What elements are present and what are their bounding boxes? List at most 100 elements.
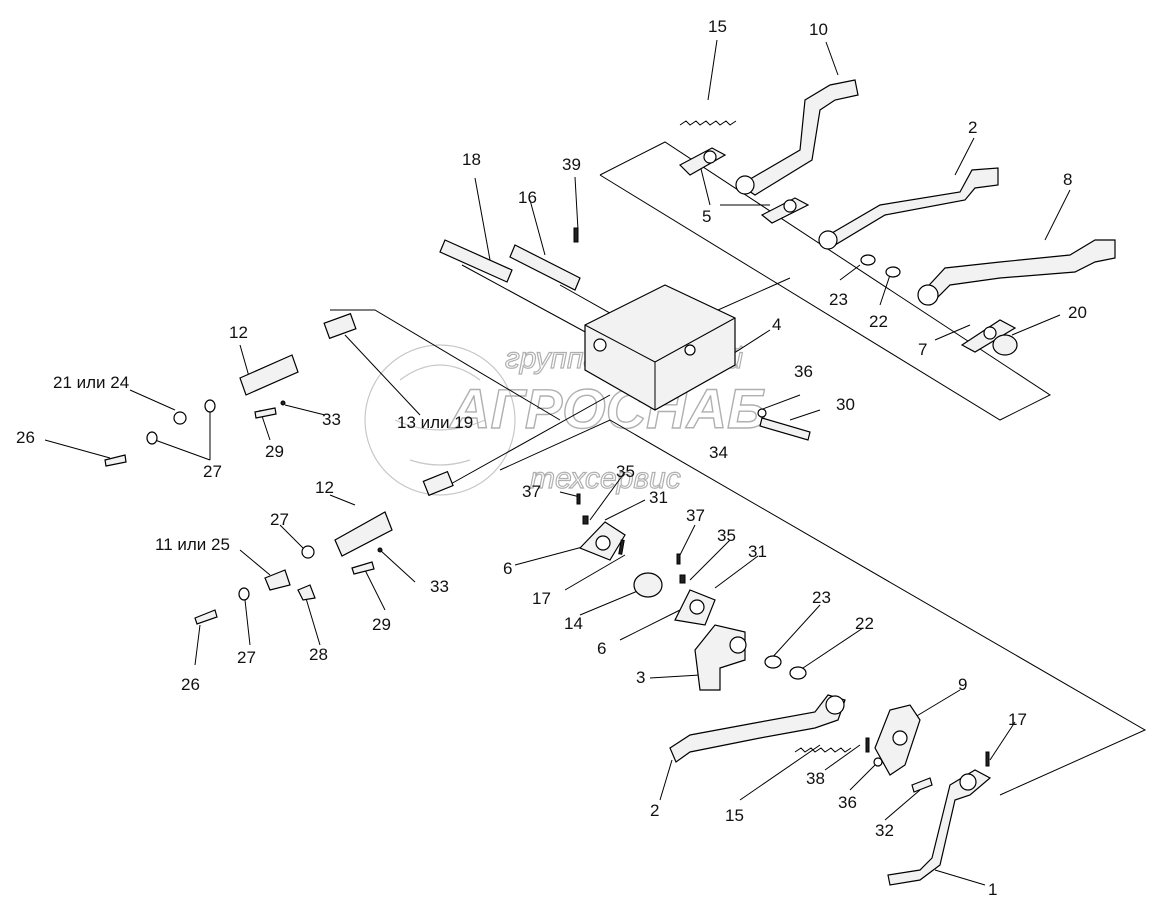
bolt-32 [911, 777, 933, 793]
callout-8: 8 [1063, 170, 1072, 189]
shaft-16 [509, 244, 581, 291]
spring-15-top [679, 120, 737, 126]
bolt-26-upper [104, 454, 127, 467]
spring-15-lower [794, 747, 852, 753]
callout-9: 9 [958, 675, 967, 694]
callout-10: 10 [809, 20, 828, 39]
callout-39: 39 [562, 155, 581, 174]
bracket-5-top [679, 147, 727, 176]
bolt-29-lower [351, 561, 375, 575]
callout-36: 36 [794, 362, 813, 381]
lever-1 [887, 769, 992, 886]
callout-2-lower: 2 [650, 801, 659, 820]
parts [104, 79, 1116, 886]
fitting-21 [173, 411, 187, 425]
callout-23-lower: 23 [812, 588, 831, 607]
callout-13-or-19: 13 или 19 [397, 413, 473, 432]
callout-14: 14 [564, 614, 583, 633]
callout-37-lower: 37 [686, 506, 705, 525]
callout-labels: 15 10 2 8 18 16 39 5 23 22 20 7 4 36 30 … [16, 17, 1087, 899]
callout-26-lower: 26 [181, 675, 200, 694]
callout-16: 16 [518, 188, 537, 207]
washer-22-lower [789, 666, 807, 680]
callout-38: 38 [806, 769, 825, 788]
assembly-lines [330, 141, 1147, 796]
lever-2-top [818, 167, 999, 249]
housing-4 [584, 284, 736, 411]
callout-36-lower: 36 [838, 793, 857, 812]
fitting-11 [264, 569, 291, 591]
callout-27: 27 [203, 462, 222, 481]
callout-18: 18 [462, 150, 481, 169]
callout-33: 33 [322, 410, 341, 429]
part-28 [297, 584, 316, 601]
callout-34: 34 [709, 443, 728, 462]
callout-12-lower: 12 [315, 478, 334, 497]
washer-22-top [885, 266, 901, 278]
lever-10 [738, 79, 859, 196]
callout-37: 37 [522, 482, 541, 501]
callout-33-lower: 33 [430, 577, 449, 596]
rod-end-13-upper [323, 312, 357, 340]
callout-30: 30 [836, 395, 855, 414]
callout-32: 32 [875, 821, 894, 840]
callout-17: 17 [532, 589, 551, 608]
bushing-14 [633, 572, 663, 598]
callout-15: 15 [708, 17, 727, 36]
bushing-20 [992, 334, 1018, 356]
shaft-18 [439, 239, 513, 283]
callout-6: 6 [503, 559, 512, 578]
callout-29-lower: 29 [372, 615, 391, 634]
callout-17-lower: 17 [1008, 710, 1027, 729]
callout-35: 35 [616, 462, 635, 481]
pin-39 [573, 227, 579, 243]
callout-2: 2 [968, 118, 977, 137]
callout-4: 4 [772, 315, 781, 334]
callout-31-lower: 31 [748, 542, 767, 561]
watermark-line2: АГРОСНАБ [448, 377, 767, 440]
callout-12: 12 [229, 323, 248, 342]
callout-11-or-25: 11 или 25 [155, 535, 230, 554]
callout-27-mid: 27 [270, 510, 289, 529]
cylinder-12-lower [334, 511, 393, 557]
callout-15-lower: 15 [725, 806, 744, 825]
watermark-emblem [364, 344, 516, 496]
bolt-26-lower [194, 609, 218, 625]
callout-29: 29 [265, 442, 284, 461]
callout-23: 23 [829, 290, 848, 309]
rod-end-13-lower [422, 470, 454, 497]
lever-2-lower [669, 694, 846, 763]
callout-1: 1 [988, 880, 997, 899]
callout-7: 7 [918, 340, 927, 359]
callout-21-or-24: 21 или 24 [53, 373, 129, 392]
callout-3: 3 [636, 668, 645, 687]
callout-31: 31 [649, 488, 668, 507]
upper-right-frame [599, 141, 1052, 421]
bolt-30 [759, 417, 811, 441]
line-shaft-18 [461, 264, 601, 341]
bolt-29-upper [254, 407, 277, 419]
watermark-line3: техсервис [530, 462, 681, 495]
callout-26: 26 [16, 428, 35, 447]
callout-27-lower: 27 [237, 648, 256, 667]
line-link-lower [439, 394, 611, 491]
callout-22: 22 [869, 312, 888, 331]
callout-20: 20 [1068, 303, 1087, 322]
callout-22-lower: 22 [855, 614, 874, 633]
leader-lines [44, 39, 1071, 886]
washer-23-top [860, 254, 876, 266]
lower-frame [499, 419, 1147, 796]
lever-10-hub [735, 175, 755, 195]
watermark-emblem-leaves [394, 364, 486, 466]
cylinder-12-upper [239, 354, 299, 396]
left-link-line [330, 309, 561, 421]
callout-5: 5 [702, 207, 711, 226]
lever-8 [919, 239, 1116, 306]
washer-27-mid [301, 545, 315, 559]
callout-6-lower: 6 [597, 639, 606, 658]
callout-35-lower: 35 [717, 526, 736, 545]
washer-23-lower [764, 655, 782, 669]
callout-28: 28 [309, 645, 328, 664]
